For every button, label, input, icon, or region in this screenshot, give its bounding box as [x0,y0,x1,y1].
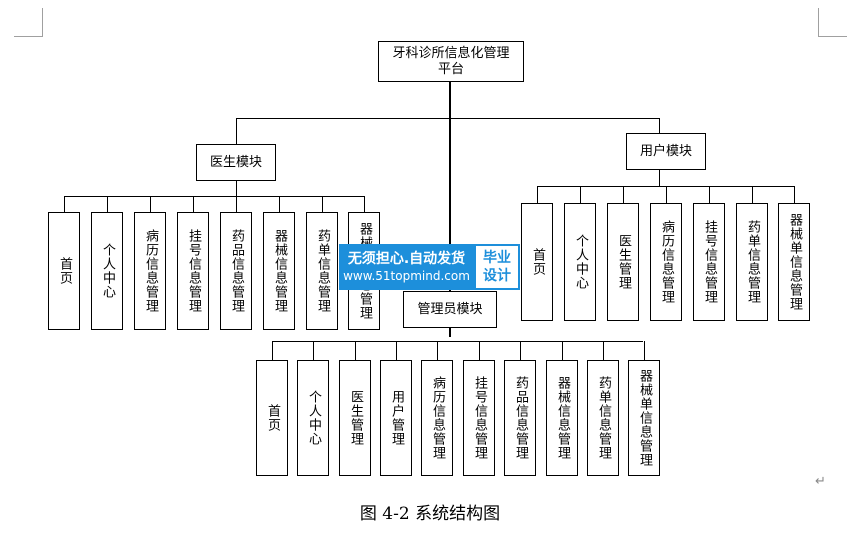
user-item-box: 医生管理 [607,203,639,321]
doctor-item-box: 病历信息管理 [134,212,166,330]
doctor-item-box: 药单信息管理 [306,212,338,330]
user-item-connector [794,186,795,203]
user-bus-drop [659,170,660,186]
admin-item-box: 首页 [256,360,288,476]
admin-item-connector [520,341,521,360]
watermark-banner: 无须担心.自动发货 www.51topmind.com [339,244,474,290]
admin-bus-line [272,341,643,342]
watermark-url: www.51topmind.com [343,269,470,283]
user-item-box: 器械单信息管理 [778,203,810,321]
admin-item-box: 个人中心 [297,360,329,476]
user-item-connector [537,186,538,203]
user-item-connector [752,186,753,203]
admin-item-box: 器械信息管理 [546,360,578,476]
doctor-item-connector [193,196,194,212]
admin-item-box: 器械单信息管理 [628,360,660,476]
admin-item-connector [644,341,645,360]
admin-item-box: 挂号信息管理 [463,360,495,476]
doctor-item-box: 首页 [48,212,80,330]
doctor-item-box: 药品信息管理 [220,212,252,330]
doctor-item-connector [279,196,280,212]
admin-item-connector [437,341,438,360]
admin-item-connector [355,341,356,360]
user-item-connector [623,186,624,203]
module-bus-line [236,118,659,119]
user-item-connector [709,186,710,203]
doctor-module-box: 医生模块 [196,144,276,181]
root-system-box: 牙科诊所信息化管理 平台 [378,41,524,82]
user-item-connector [666,186,667,203]
doctor-item-connector [364,196,365,212]
watermark-badge-line2: 设计 [483,268,511,284]
trunk-line [449,82,451,337]
doctor-item-box: 器械信息管理 [263,212,295,330]
admin-item-connector [479,341,480,360]
user-module-box: 用户模块 [626,133,706,170]
user-bus-line [537,186,794,187]
page-corner-mark-right [818,8,847,37]
page-corner-mark-left [14,8,43,37]
user-item-box: 首页 [521,203,553,321]
watermark-slogan: 无须担心.自动发货 [347,251,466,267]
doctor-bus-drop [236,181,237,196]
user-item-box: 病历信息管理 [650,203,682,321]
admin-item-connector [603,341,604,360]
watermark-badge: 毕业 设计 [474,244,520,290]
admin-item-box: 病历信息管理 [421,360,453,476]
admin-module-box: 管理员模块 [403,291,497,328]
admin-item-connector [562,341,563,360]
admin-item-connector [396,341,397,360]
paragraph-mark: ↵ [815,474,826,489]
user-item-box: 挂号信息管理 [693,203,725,321]
figure-caption: 图 4-2 系统结构图 [359,504,501,524]
user-item-box: 个人中心 [564,203,596,321]
doctor-item-connector [107,196,108,212]
doctor-item-connector [322,196,323,212]
user-module-connector [659,118,660,133]
user-item-connector [580,186,581,203]
doctor-item-connector [236,196,237,212]
admin-item-box: 用户管理 [380,360,412,476]
admin-item-box: 医生管理 [339,360,371,476]
doctor-item-box: 挂号信息管理 [177,212,209,330]
admin-item-box: 药单信息管理 [587,360,619,476]
user-item-box: 药单信息管理 [736,203,768,321]
admin-item-connector [313,341,314,360]
admin-item-connector [272,341,273,360]
doctor-item-box: 个人中心 [91,212,123,330]
doctor-item-connector [150,196,151,212]
doctor-module-connector [236,118,237,144]
watermark-badge-line1: 毕业 [483,250,511,266]
doctor-item-connector [64,196,65,212]
admin-item-box: 药品信息管理 [504,360,536,476]
doctor-bus-line [64,196,365,197]
